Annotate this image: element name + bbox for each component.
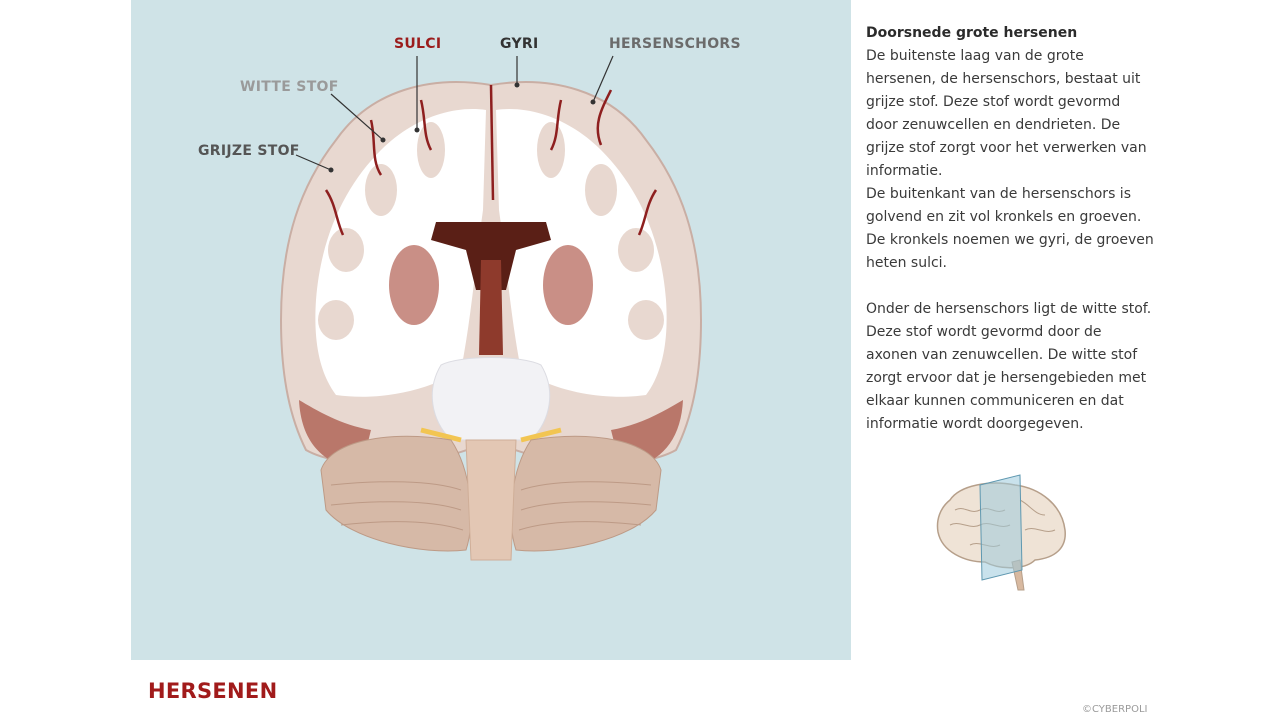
thalamus [431,357,551,441]
copyright: ©CYBERPOLI [1082,704,1148,715]
label-sulci: SULCI [394,36,442,52]
brainstem [465,439,517,561]
sulci-lines [324,84,658,236]
description-paragraph-2: De buitenkant van de hersenschors is gol… [866,186,1154,271]
mini-brain-section-plane-icon [936,474,1066,591]
brain-coronal-section [279,55,703,561]
description-paragraph-1: De buitenste laag van de grote hersenen,… [866,48,1147,179]
description-paragraph-3: Onder de hersenschors ligt de witte stof… [866,301,1152,432]
description-heading: Doorsnede grote hersenen [866,25,1078,41]
description-panel: Doorsnede grote hersenen De buitenste la… [866,22,1156,436]
label-gyri: GYRI [500,36,539,52]
label-hersenschors: HERSENSCHORS [609,36,741,52]
basal-ganglia [389,245,593,325]
third-ventricle [479,260,503,355]
cranial-nerves-left [420,427,462,443]
label-grijze-stof: GRIJZE STOF [198,143,300,159]
page-title: HERSENEN [148,679,278,703]
paragraph-spacer [866,275,1156,298]
cranial-nerves-right [520,427,562,443]
lateral-ventricles [431,222,551,290]
cerebellum-folia [330,481,652,531]
cerebellum-right [510,435,662,552]
leader-lines [295,55,614,171]
label-witte-stof: WITTE STOF [240,79,339,95]
brain-figure-panel: SULCI GYRI HERSENSCHORS WITTE STOF GRIJZ… [131,0,851,660]
gyri-folds [318,122,664,340]
cerebellum-left [320,435,472,552]
